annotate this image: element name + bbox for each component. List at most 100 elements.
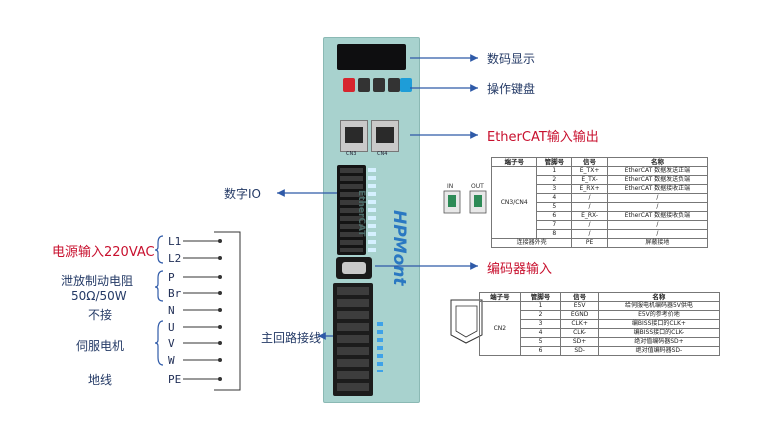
signal-cell: / [571, 220, 608, 230]
signal-cell: E_RX- [571, 211, 608, 221]
table-header-row: 端子号 管脚号 信号 名称 [479, 292, 721, 302]
label-power-input: 电源输入220VAC [52, 245, 155, 260]
signal-cell: CLK- [560, 328, 599, 338]
signal-cell: EGND [560, 310, 599, 320]
table-header: 信号 [571, 157, 608, 167]
table-header: 名称 [597, 292, 721, 302]
name-cell: / [606, 229, 709, 239]
pin-cell: 5 [536, 202, 573, 212]
port-label-cn3: CN3 [346, 151, 357, 157]
rj45-icon-out-label: OUT [471, 183, 484, 190]
pin-cell: 6 [536, 211, 573, 221]
rj45-port-in [340, 120, 368, 152]
signal-cell: E_TX- [571, 175, 608, 185]
digital-display [337, 44, 406, 70]
name-cell: EtherCAT 数据接收负端 [606, 211, 709, 221]
name-cell: 编BISS接口的CLK+ [597, 319, 721, 329]
label-brake-resistor-1: 泄放制动电阻 [61, 274, 134, 288]
pin-cell: 3 [536, 184, 573, 194]
signal-cell: PE [571, 238, 608, 248]
terminal-pe: PE [168, 373, 182, 386]
key-shift-button[interactable] [358, 78, 370, 92]
terminal-cell: CN3/CN4 [490, 166, 538, 239]
table-header-row: 端子号 管脚号 信号 名称 [490, 157, 709, 167]
signal-cell: / [571, 193, 608, 203]
table-header: 信号 [560, 292, 599, 302]
shell-cell: 连接器外壳 [490, 238, 573, 248]
terminal-u: U [168, 321, 175, 334]
signal-cell: / [571, 229, 608, 239]
callout-encoder: 编码器输入 [487, 262, 553, 277]
terminal-l1: L1 [168, 235, 182, 248]
name-cell: / [606, 193, 709, 203]
terminal-l2: L2 [168, 252, 182, 265]
pin-cell: 8 [536, 229, 573, 239]
signal-cell: SD- [560, 346, 599, 356]
terminal-n: N [168, 304, 175, 317]
table-header: 管脚号 [536, 157, 573, 167]
table-header: 端子号 [490, 157, 538, 167]
terminal-cell: CN2 [479, 301, 521, 356]
callout-keypad: 操作键盘 [487, 82, 536, 96]
digital-io-connector [337, 165, 366, 255]
pin-cell: 4 [519, 328, 562, 338]
name-cell: 绝对值编码器SD- [597, 346, 721, 356]
pin-cell: 3 [519, 319, 562, 329]
pin-cell: 1 [536, 166, 573, 176]
name-cell: / [606, 220, 709, 230]
name-cell: EtherCAT 数据发送负端 [606, 175, 709, 185]
pin-cell: 6 [519, 346, 562, 356]
terminal-led-strip [377, 322, 383, 372]
terminal-w: W [168, 354, 175, 367]
signal-cell: E_RX+ [571, 184, 608, 194]
table-header: 端子号 [479, 292, 521, 302]
pin-cell: 2 [536, 175, 573, 185]
table-row: CN3/CN4 1 E_TX+ EtherCAT 数据发送正端 [490, 166, 709, 239]
signal-cell: SD+ [560, 337, 599, 347]
ethercat-pin-table: 端子号 管脚号 信号 名称 CN3/CN4 1 E_TX+ EtherCAT 数… [490, 157, 709, 248]
pin-cell: 5 [519, 337, 562, 347]
pin-cell: 7 [536, 220, 573, 230]
callout-main-circuit: 主回路接线 [261, 331, 322, 345]
name-cell: 绝对值编码器SD+ [597, 337, 721, 347]
key-up-button[interactable] [373, 78, 385, 92]
key-mode-button[interactable] [343, 78, 355, 92]
label-brake-resistor-2: 50Ω/50W [71, 289, 127, 303]
label-servo-motor: 伺服电机 [76, 339, 125, 353]
table-row: CN2 1 E5V 给伺服电机编码器5V供电 [479, 301, 721, 356]
name-cell: 编BISS接口的CLK- [597, 328, 721, 338]
name-cell: / [606, 202, 709, 212]
table-header: 名称 [606, 157, 709, 167]
key-enter-button[interactable] [400, 78, 412, 92]
label-ground: 地线 [88, 373, 113, 387]
main-terminal-block [333, 283, 373, 396]
signal-cell: / [571, 202, 608, 212]
name-cell: E5V的参考价地 [597, 310, 721, 320]
terminal-br: Br [168, 287, 182, 300]
terminal-v: V [168, 337, 175, 350]
key-down-button[interactable] [388, 78, 400, 92]
signal-cell: E5V [560, 301, 599, 311]
terminal-p: P [168, 271, 175, 284]
table-header: 管脚号 [519, 292, 562, 302]
label-brake-resistor-3: 不接 [88, 308, 113, 322]
name-cell: 给伺服电机编码器5V供电 [597, 301, 721, 311]
callout-ethercat: EtherCAT输入输出 [487, 130, 599, 145]
pin-cell: 2 [519, 310, 562, 320]
pin-cell: 4 [536, 193, 573, 203]
callout-display: 数码显示 [487, 52, 536, 66]
keypad [343, 78, 412, 94]
signal-cell: E_TX+ [571, 166, 608, 176]
pin-cell: 1 [519, 301, 562, 311]
port-label-cn4: CN4 [377, 151, 388, 157]
signal-cell: CLK+ [560, 319, 599, 329]
io-led-strip [368, 168, 376, 252]
rj45-icon-in-label: IN [447, 183, 454, 190]
name-cell: EtherCAT 数据接收正端 [606, 184, 709, 194]
encoder-connector [336, 257, 372, 279]
